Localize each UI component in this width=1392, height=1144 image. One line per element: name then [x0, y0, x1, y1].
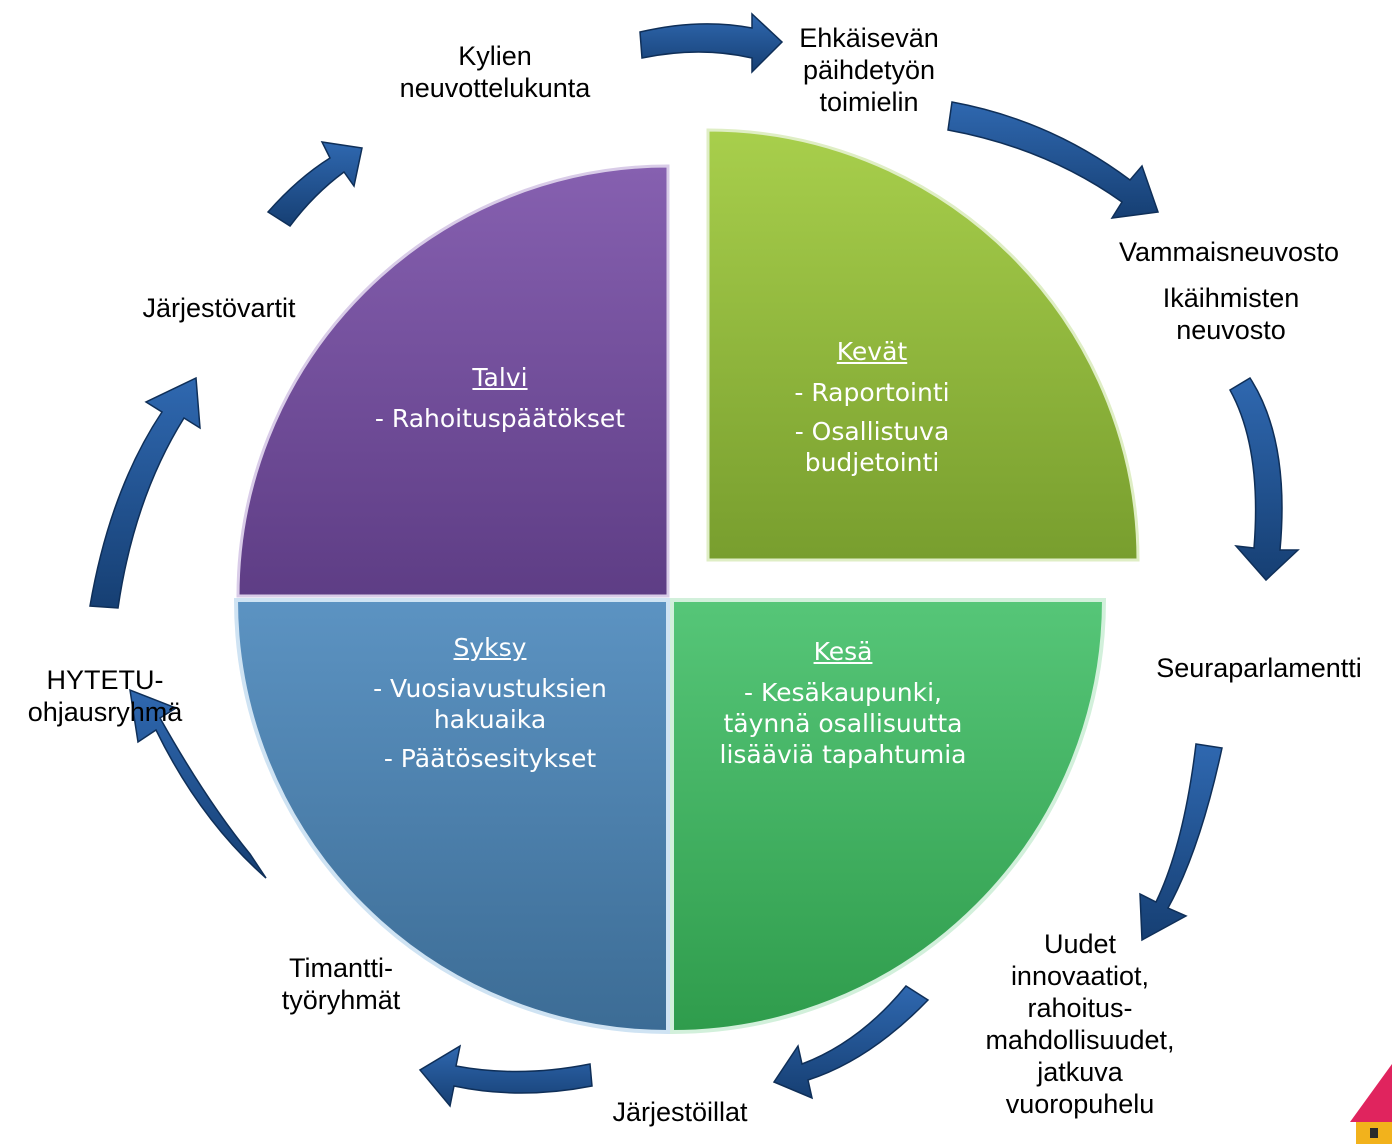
arrow-icon	[89, 376, 201, 609]
season-item: - Osallistuva budjetointi	[794, 417, 950, 477]
arrow-icon	[266, 141, 363, 228]
season-title-winter: Talvi	[472, 363, 528, 392]
season-title-summer: Kesä	[813, 637, 873, 666]
label-hytetu: HYTETU- ohjausryhmä	[27, 665, 183, 727]
label-vammais: Vammaisneuvosto	[1118, 237, 1340, 267]
label-jarjestovartit: Järjestövartit	[142, 293, 296, 323]
house-logo-icon	[1350, 1064, 1392, 1144]
label-timantti: Timantti- työryhmät	[281, 953, 401, 1015]
arrow-icon	[129, 688, 267, 879]
arrow-icon	[418, 1044, 593, 1108]
season-title-spring: Kevät	[836, 337, 908, 366]
arrow-icon	[947, 101, 1160, 219]
quadrant-autumn-text: Syksy - Vuosiavustuksien hakuaika - Päät…	[350, 632, 630, 782]
label-jarjestoillat: Järjestöillat	[612, 1097, 748, 1127]
label-ikaihmisten: Ikäihmisten neuvosto	[1162, 283, 1300, 345]
quadrant-autumn	[233, 598, 670, 1035]
label-seura: Seuraparlamentti	[1156, 653, 1362, 683]
quadrant-winter	[236, 164, 670, 598]
quadrant-spring	[706, 128, 1140, 562]
arrow-icon	[772, 985, 930, 1100]
arrow-icon	[1228, 376, 1300, 582]
season-item: - Päätösesitykset	[383, 744, 597, 773]
quadrant-summer-text: Kesä - Kesäkaupunki, täynnä osallisuutta…	[698, 636, 988, 770]
quadrant-winter-text: Talvi - Rahoituspäätökset	[330, 362, 670, 442]
season-title-autumn: Syksy	[453, 633, 527, 662]
label-uudet: Uudet innovaatiot, rahoitus- mahdollisuu…	[985, 929, 1175, 1119]
quadrant-summer	[670, 598, 1107, 1035]
label-kylien: Kylien neuvottelukunta	[399, 41, 591, 103]
label-ehkaisevan: Ehkäisevän päihdetyön toimielin	[799, 23, 939, 117]
quadrant-spring-text: Kevät - Raportointi - Osallistuva budjet…	[742, 336, 1002, 478]
arrow-icon	[1139, 743, 1223, 942]
season-item: - Rahoituspäätökset	[374, 404, 626, 433]
season-item: - Vuosiavustuksien hakuaika	[373, 674, 607, 734]
season-item: - Kesäkaupunki, täynnä osallisuutta lisä…	[719, 678, 967, 769]
arrow-icon	[639, 12, 784, 74]
season-item: - Raportointi	[794, 378, 950, 407]
